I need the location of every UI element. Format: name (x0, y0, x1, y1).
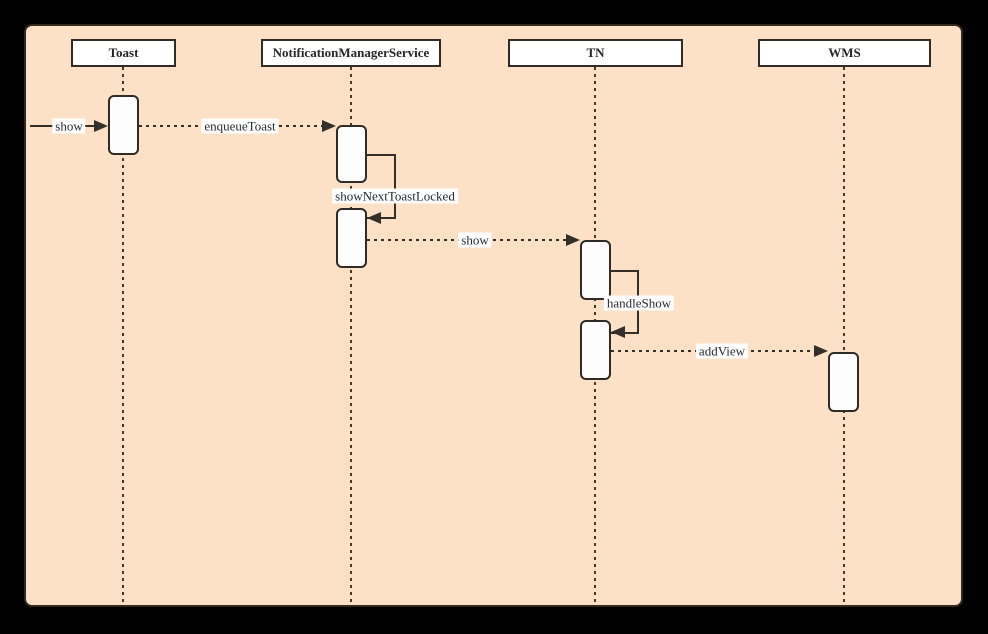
activation-toast (108, 95, 139, 155)
lifeline-wms (843, 67, 845, 605)
participant-toast-label: Toast (108, 45, 139, 60)
message-label-enqueue-toast: enqueueToast (201, 118, 279, 134)
message-label-handle-show: handleShow (603, 295, 675, 311)
arrowhead-add-view (814, 345, 828, 357)
activation-nms-2 (336, 208, 367, 268)
participant-tn: TN (508, 39, 683, 67)
activation-nms-1 (336, 125, 367, 183)
activation-tn-2 (580, 320, 611, 380)
lifeline-notification-manager-service (350, 67, 352, 605)
participant-toast: Toast (71, 39, 176, 67)
selfcall-show-next-toast-locked (367, 154, 396, 219)
arrowhead-enqueue-toast (322, 120, 336, 132)
activation-wms (828, 352, 859, 412)
participant-tn-label: TN (586, 45, 605, 60)
lifeline-toast (122, 67, 124, 605)
message-label-show-next-toast-locked: showNextToastLocked (332, 188, 458, 204)
message-label-show: show (458, 232, 492, 248)
message-label-found-show: show (52, 118, 86, 134)
arrowhead-handle-show (611, 326, 625, 338)
participant-wms-label: WMS (828, 45, 861, 60)
participant-notification-manager-service: NotificationManagerService (261, 39, 441, 67)
sequence-diagram-frame: Toast NotificationManagerService TN WMS … (24, 24, 963, 607)
arrowhead-show (566, 234, 580, 246)
participant-wms: WMS (758, 39, 931, 67)
activation-tn-1 (580, 240, 611, 300)
arrowhead-found-show (94, 120, 108, 132)
participant-nms-label: NotificationManagerService (272, 45, 430, 60)
message-label-add-view: addView (695, 343, 749, 359)
arrowhead-show-next-toast-locked (367, 212, 381, 224)
